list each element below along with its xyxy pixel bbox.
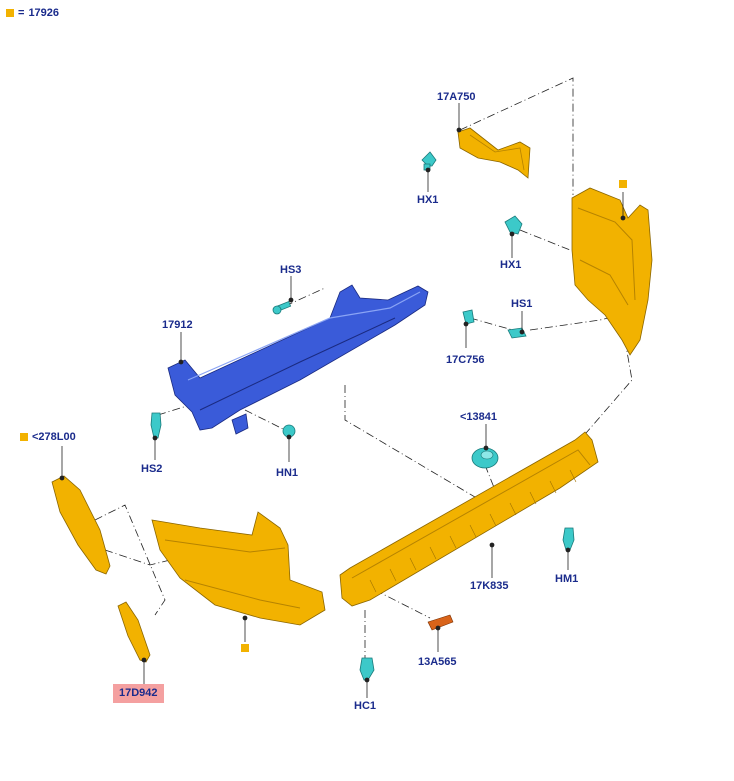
label-13a565: 13A565 xyxy=(418,656,457,668)
legend-part: 17926 xyxy=(28,7,60,19)
part-17a750-bracket xyxy=(457,127,531,179)
fastener-hx1-mid xyxy=(504,215,523,235)
fastener-hx1-top xyxy=(421,151,437,171)
fastener-17c756 xyxy=(462,309,475,325)
label-hn1: HN1 xyxy=(276,467,299,479)
label-17k835: 17K835 xyxy=(470,580,509,592)
leader-13a565 xyxy=(374,589,431,619)
legend-symbol: = xyxy=(18,7,25,19)
label-hx1-mid: HX1 xyxy=(500,259,522,271)
marker-square-bumper-corner xyxy=(241,644,249,652)
leader-hn1 xyxy=(244,409,286,431)
leader-17a750-right xyxy=(459,77,574,195)
leader-blue-to-bumper xyxy=(344,385,481,501)
part-17k835-step-pad xyxy=(339,431,599,607)
part-17912-reinforcement xyxy=(167,284,429,435)
marker-square-278l00 xyxy=(20,433,28,441)
fasteners xyxy=(150,151,575,681)
fastener-hs3 xyxy=(272,301,292,315)
fastener-hc1 xyxy=(359,657,375,681)
fastener-hm1 xyxy=(562,527,575,551)
part-13a565-pad xyxy=(427,614,454,631)
label-hs2: HS2 xyxy=(141,463,163,475)
legend-swatch xyxy=(6,9,14,17)
label-hs3: HS3 xyxy=(280,264,302,276)
label-17d942-highlighted[interactable]: 17D942 xyxy=(113,684,164,703)
part-right-corner-bracket xyxy=(571,187,653,356)
part-left-bumper-corner xyxy=(151,511,326,626)
label-13841: <13841 xyxy=(460,411,498,423)
label-278l00: <278L00 xyxy=(32,431,76,443)
label-hc1: HC1 xyxy=(354,700,377,712)
leader-right-corner xyxy=(579,339,633,441)
part-13841-grommet xyxy=(471,447,499,469)
label-hs1: HS1 xyxy=(511,298,533,310)
leader-left-bracket xyxy=(94,504,166,616)
part-278l00-bracket xyxy=(51,475,111,575)
label-17a750: 17A750 xyxy=(437,91,476,103)
leader-left-bracket-2 xyxy=(104,549,171,566)
leader-hs3 xyxy=(284,287,326,307)
label-hx1-top: HX1 xyxy=(417,194,439,206)
leader-hs2 xyxy=(157,404,191,416)
leader-13841 xyxy=(484,464,496,491)
legend: = 17926 xyxy=(6,7,59,19)
label-17c756: 17C756 xyxy=(446,354,485,366)
fastener-hs2 xyxy=(150,412,162,439)
part-17d942-strip xyxy=(117,601,151,663)
marker-square-right-corner xyxy=(619,180,627,188)
label-17912: 17912 xyxy=(162,319,193,331)
label-stems xyxy=(59,103,626,698)
label-hm1: HM1 xyxy=(555,573,579,585)
